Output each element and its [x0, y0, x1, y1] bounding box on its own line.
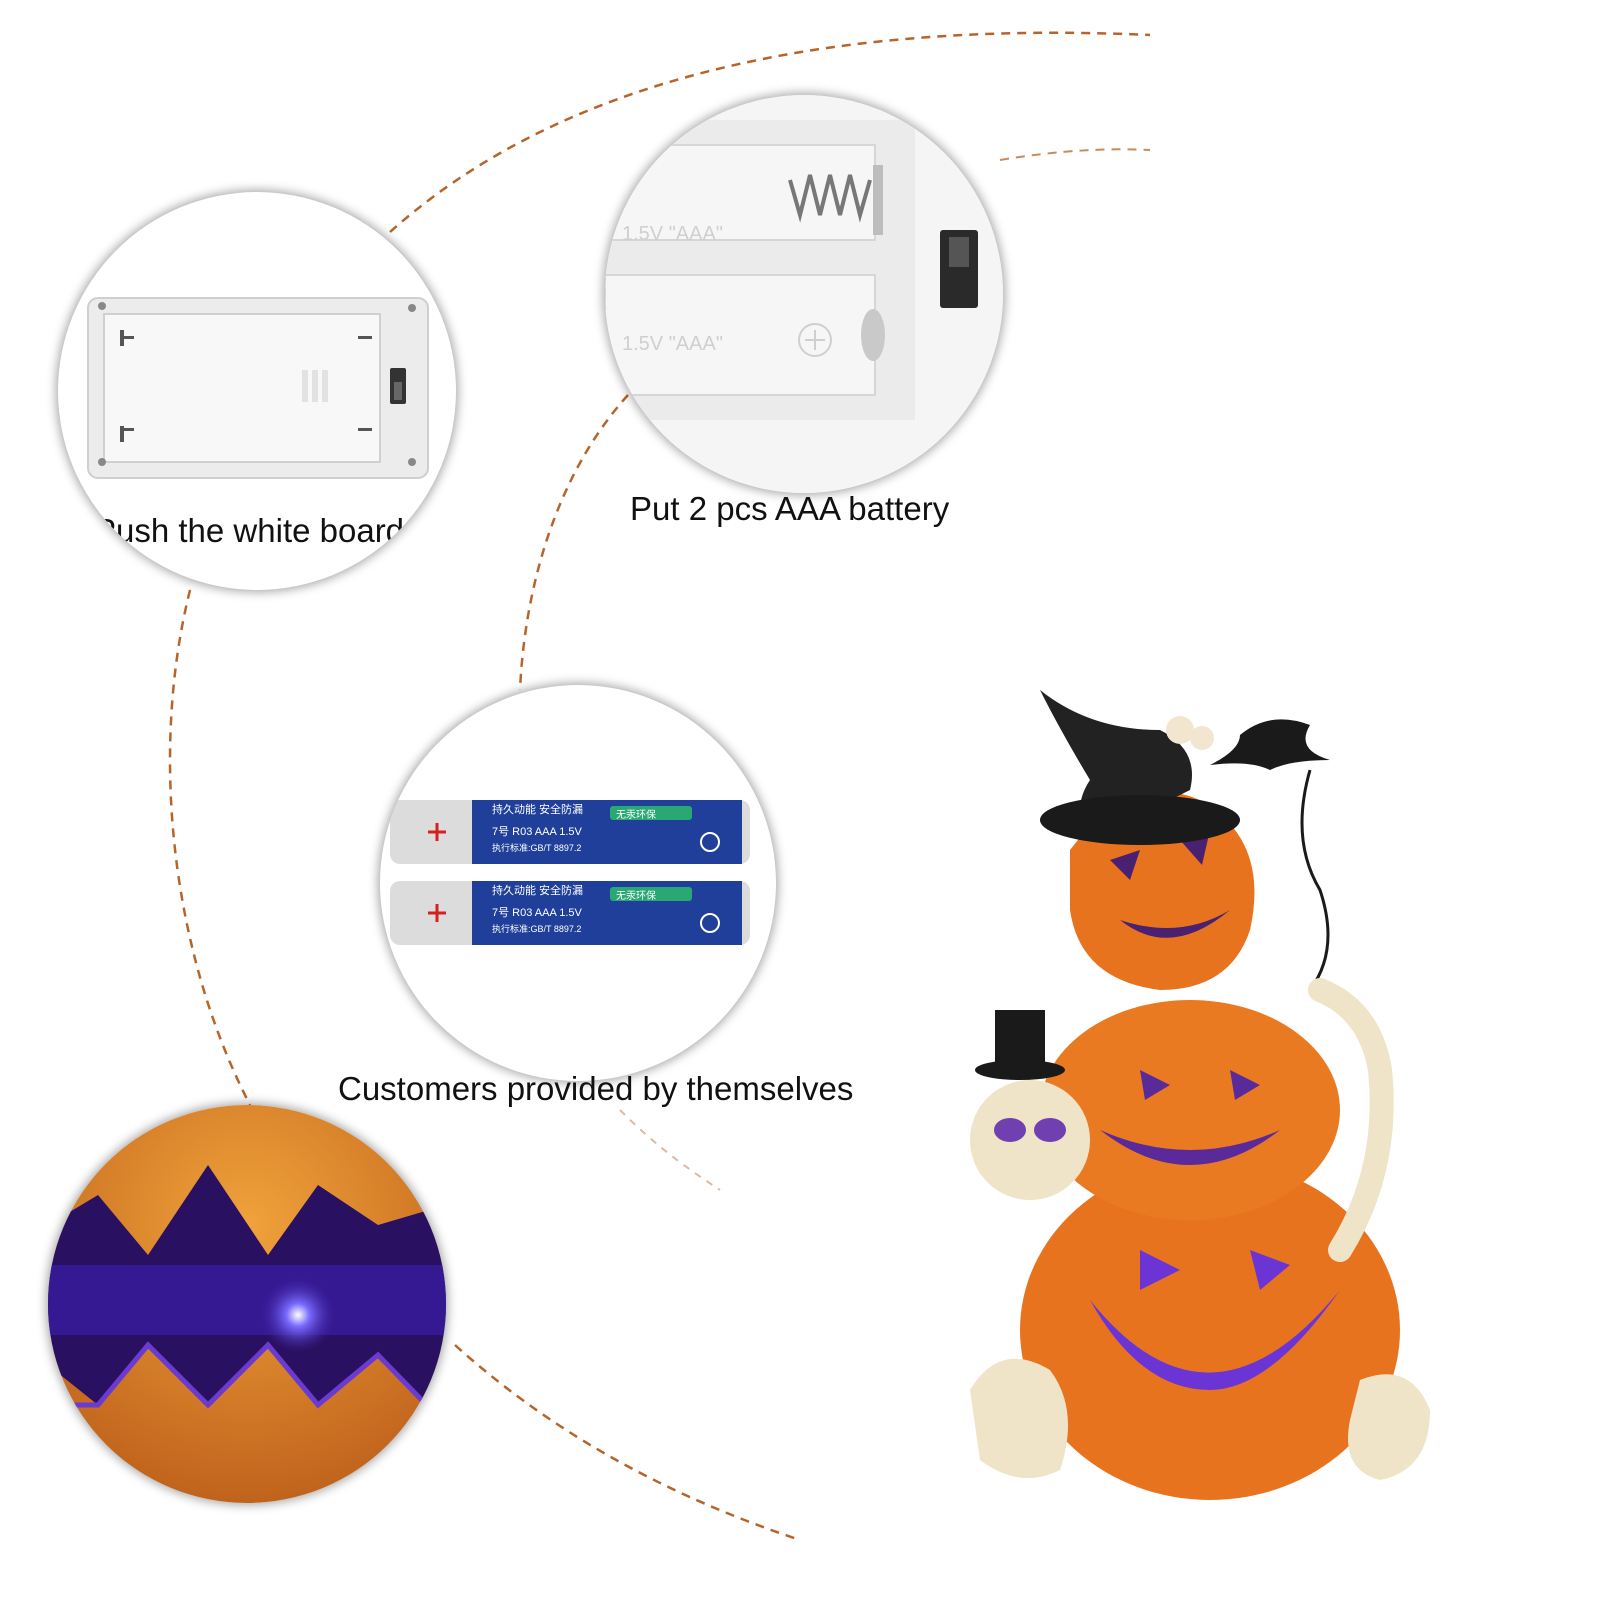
- battery-1-label-cn: 持久动能 安全防漏: [492, 804, 584, 816]
- led-glow-closeup-icon: [48, 1105, 446, 1503]
- step-circle-batteries: 持久动能 安全防漏 无汞环保 7号 R03 AAA 1.5V 执行标准:GB/T…: [380, 685, 776, 1081]
- battery-2-label-eco: 无汞环保: [616, 891, 656, 902]
- pumpkin-skeleton-figurine-icon: [970, 690, 1430, 1500]
- caption-put-batteries: Put 2 pcs AAA battery: [630, 490, 950, 527]
- arc-left: [168, 589, 252, 1106]
- battery-1-label-model: 7号 R03 AAA 1.5V: [492, 826, 582, 838]
- battery-2-label-cn: 持久动能 安全防漏: [492, 885, 584, 897]
- caption-customers-provided: Customers provided by themselves: [338, 1070, 854, 1107]
- step-circle-compartment: [605, 95, 1003, 493]
- battery-1-label-std: 执行标准:GB/T 8897.2: [492, 843, 582, 853]
- arc-faint: [619, 1109, 721, 1191]
- aaa-batteries-icon: [390, 800, 750, 945]
- battery-2-label-model: 7号 R03 AAA 1.5V: [492, 907, 582, 919]
- battery-compartment-icon: [605, 95, 1003, 493]
- step-circle-cover: Push the white board: [58, 192, 456, 590]
- arc-top: [389, 31, 1151, 233]
- led-glow-closeup: [48, 1105, 446, 1503]
- arc-top-short: [999, 148, 1151, 161]
- battery-1-label-eco: 无汞环保: [616, 810, 656, 821]
- arc-bottom: [454, 1344, 801, 1542]
- caption-push-board: Push the white board: [94, 512, 405, 549]
- arc-mid: [518, 394, 629, 691]
- battery-cover-icon: [87, 297, 429, 479]
- compartment-label-2: 1.5V "AAA": [622, 333, 723, 355]
- compartment-label-1: 1.5V "AAA": [622, 223, 723, 245]
- battery-2-label-std: 执行标准:GB/T 8897.2: [492, 924, 582, 934]
